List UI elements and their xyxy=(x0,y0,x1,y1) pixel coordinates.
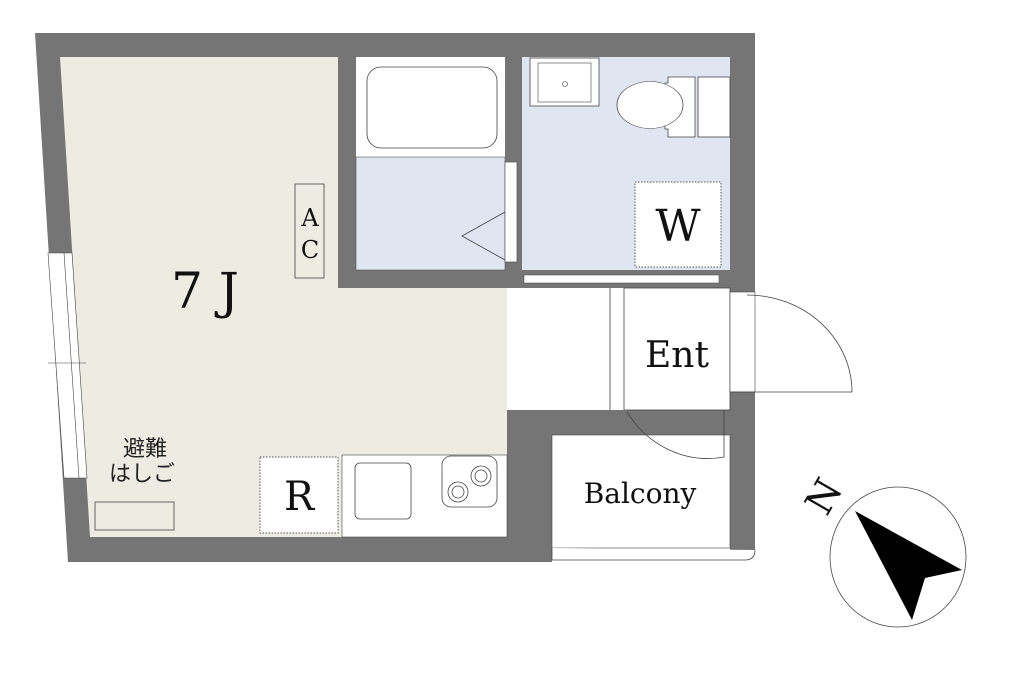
stove xyxy=(441,455,498,508)
toilet-door xyxy=(523,274,720,284)
burner-icon xyxy=(447,481,469,503)
bath-door-swing xyxy=(461,211,506,261)
bathroom-wash-area xyxy=(355,156,506,271)
entrance-door-frame xyxy=(729,291,756,393)
air-conditioner xyxy=(294,183,325,279)
entrance-door-swing xyxy=(730,294,853,393)
ac-label-c: C xyxy=(301,236,319,264)
burner-icon xyxy=(474,469,488,483)
balcony-wall xyxy=(507,410,627,548)
north-arrow-icon xyxy=(855,511,962,620)
main-room-label: 7 J xyxy=(171,262,239,320)
entrance-box xyxy=(623,287,731,411)
balcony-edge xyxy=(551,548,756,561)
compass: N xyxy=(796,471,967,628)
balcony-door-swing xyxy=(626,410,725,459)
sink-basin xyxy=(537,62,592,103)
main-room-floor xyxy=(60,57,507,537)
bath-door xyxy=(504,161,518,263)
bathtub xyxy=(366,66,498,149)
burner-icon xyxy=(470,465,492,487)
burner-icon xyxy=(451,485,465,499)
refrigerator-space xyxy=(259,456,339,534)
kitchen-sink xyxy=(354,462,412,520)
escape-ladder-hatch xyxy=(94,501,175,531)
entrance-label: Ent xyxy=(645,335,709,376)
window xyxy=(47,252,88,479)
escape-ladder-label-1: 避難 xyxy=(123,437,167,462)
window-pane-line xyxy=(63,252,80,479)
refrigerator-label: R xyxy=(284,474,316,520)
washer-label: W xyxy=(655,201,701,252)
sink xyxy=(529,57,600,107)
balcony-label: Balcony xyxy=(584,477,697,510)
ac-label-a: A xyxy=(300,204,319,232)
escape-ladder-label-2: はしご xyxy=(109,462,175,487)
toilet xyxy=(616,76,731,138)
washer-space xyxy=(634,181,722,268)
balcony-floor xyxy=(551,434,731,549)
sink-drain xyxy=(562,81,568,87)
compass-north-label: N xyxy=(796,471,851,522)
